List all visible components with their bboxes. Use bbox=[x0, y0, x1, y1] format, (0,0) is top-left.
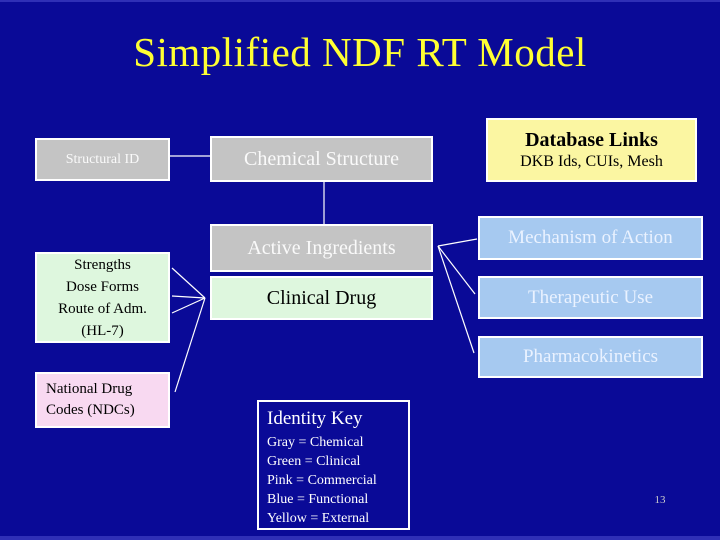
connector-clinicaldrug-strengths-prong1 bbox=[171, 267, 206, 299]
identity-key-legend: Identity Key Gray = Chemical Green = Cli… bbox=[257, 400, 410, 530]
node-pharmacokinetics: Pharmacokinetics bbox=[478, 336, 703, 378]
node-mechanism-of-action: Mechanism of Action bbox=[478, 216, 703, 260]
slide-edge-bottom bbox=[0, 536, 720, 540]
identity-key-entry-gray: Gray = Chemical bbox=[267, 435, 364, 450]
node-active-ingredients-label: Active Ingredients bbox=[247, 236, 396, 259]
connector-clinicaldrug-nationaldrugcodes bbox=[174, 297, 206, 393]
node-structural-id: Structural ID bbox=[35, 138, 170, 181]
node-therapeutic-use: Therapeutic Use bbox=[478, 276, 703, 319]
node-chemical-structure-label: Chemical Structure bbox=[244, 147, 399, 170]
connector-activeingredients-mechanism bbox=[437, 238, 478, 247]
node-database-links-title: Database Links bbox=[525, 129, 658, 151]
identity-key-entry-blue: Blue = Functional bbox=[267, 492, 369, 507]
node-mechanism-of-action-label: Mechanism of Action bbox=[508, 227, 673, 248]
node-strengths-line4: (HL-7) bbox=[81, 322, 124, 339]
node-strengths-line2: Dose Forms bbox=[66, 278, 139, 295]
node-national-drug-codes-line1: National Drug bbox=[46, 381, 133, 397]
connector-clinicaldrug-strengths-prong2 bbox=[171, 295, 206, 299]
node-chemical-structure: Chemical Structure bbox=[210, 136, 433, 182]
node-database-links-subtitle: DKB Ids, CUIs, Mesh bbox=[520, 153, 663, 170]
connector-activeingredients-pharmacokinetics bbox=[437, 245, 475, 354]
node-therapeutic-use-label: Therapeutic Use bbox=[527, 286, 654, 308]
identity-key-entry-green: Green = Clinical bbox=[267, 454, 361, 469]
slide-title: Simplified NDF RT Model bbox=[133, 29, 587, 75]
node-strengths-line1: Strengths bbox=[74, 256, 131, 273]
identity-key-entry-yellow: Yellow = External bbox=[267, 511, 370, 526]
page-number: 13 bbox=[654, 494, 666, 506]
node-national-drug-codes: National Drug Codes (NDCs) bbox=[35, 372, 170, 428]
node-active-ingredients: Active Ingredients bbox=[210, 224, 433, 272]
node-clinical-drug-label: Clinical Drug bbox=[266, 286, 377, 309]
node-clinical-drug: Clinical Drug bbox=[210, 276, 433, 320]
node-national-drug-codes-line2: Codes (NDCs) bbox=[46, 402, 135, 418]
identity-key-entry-pink: Pink = Commercial bbox=[267, 473, 377, 488]
node-pharmacokinetics-label: Pharmacokinetics bbox=[522, 346, 659, 367]
connector-activeingredients-therapeuticuse bbox=[437, 245, 476, 295]
identity-key-title: Identity Key bbox=[267, 408, 363, 429]
node-database-links: Database Links DKB Ids, CUIs, Mesh bbox=[486, 118, 697, 182]
connector-clinicaldrug-strengths-prong3 bbox=[171, 297, 206, 314]
slide-edge-top bbox=[0, 0, 720, 2]
node-strengths-line3: Route of Adm. bbox=[58, 300, 147, 317]
node-structural-id-label: Structural ID bbox=[65, 151, 140, 167]
node-strengths-dose-forms: Strengths Dose Forms Route of Adm. (HL-7… bbox=[35, 252, 170, 343]
